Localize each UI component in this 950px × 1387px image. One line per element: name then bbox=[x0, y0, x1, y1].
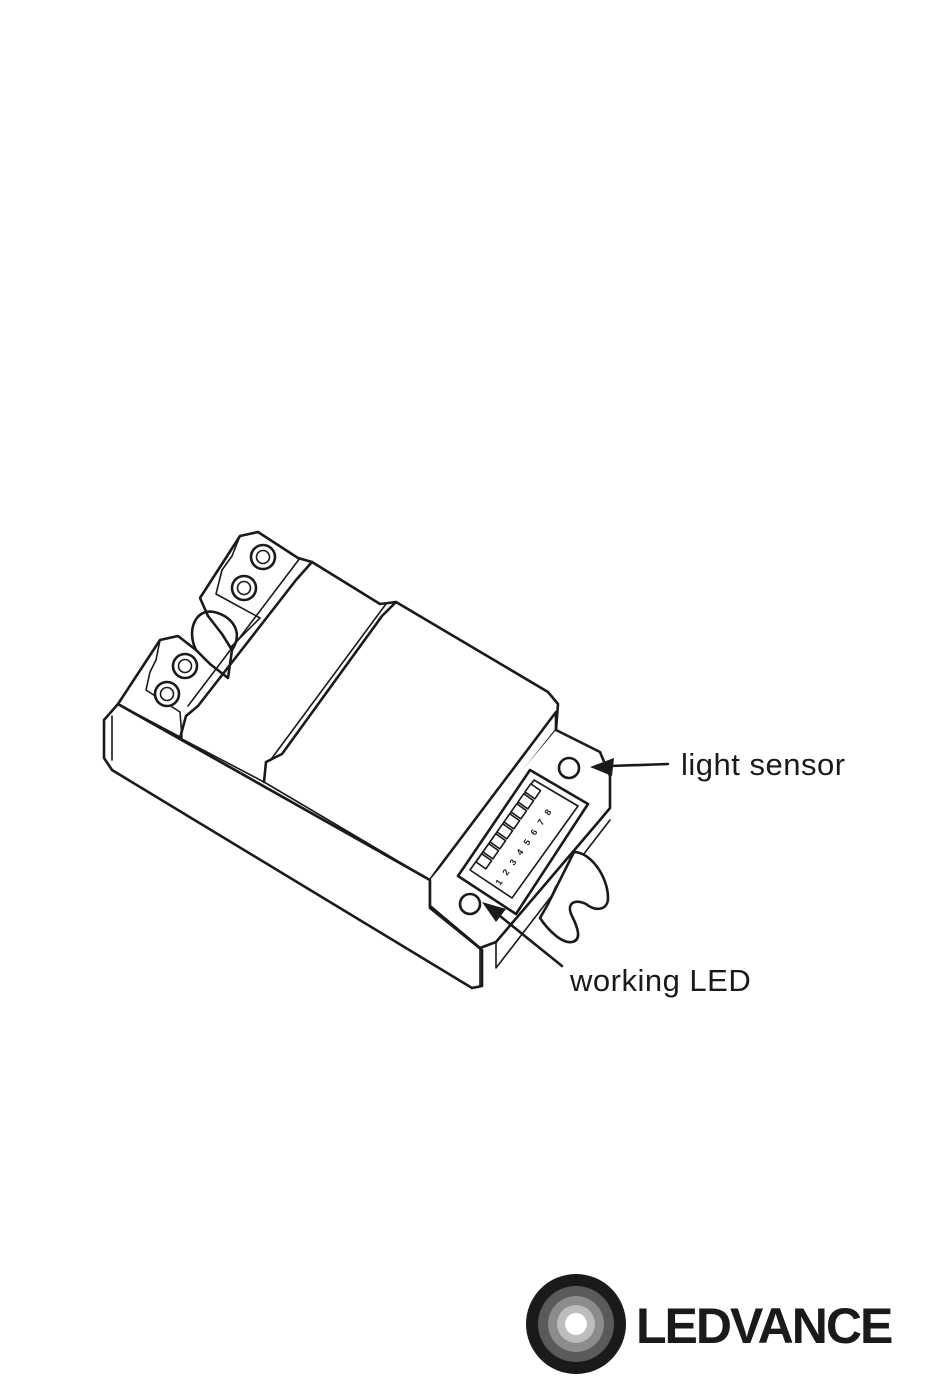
screw-terminal-icon bbox=[173, 654, 197, 678]
callout-light-sensor: light sensor bbox=[590, 747, 846, 782]
light-sensor-icon bbox=[559, 758, 579, 778]
screw-terminal-icon bbox=[251, 545, 275, 569]
sensor-device: 1 2 3 4 5 6 7 8 bbox=[104, 532, 610, 988]
brand-name: LEDVANCE bbox=[636, 1298, 892, 1354]
ledvance-ring-icon bbox=[526, 1274, 626, 1374]
screw-terminal-icon bbox=[155, 682, 179, 706]
brand-logo: LEDVANCE bbox=[526, 1274, 892, 1374]
callout-label: light sensor bbox=[681, 747, 846, 782]
callout-working-led: working LED bbox=[482, 902, 751, 998]
callout-label: working LED bbox=[569, 963, 751, 998]
callout-leader-line bbox=[610, 764, 668, 766]
working-led-icon bbox=[460, 894, 480, 914]
screw-terminal-icon bbox=[232, 576, 256, 600]
